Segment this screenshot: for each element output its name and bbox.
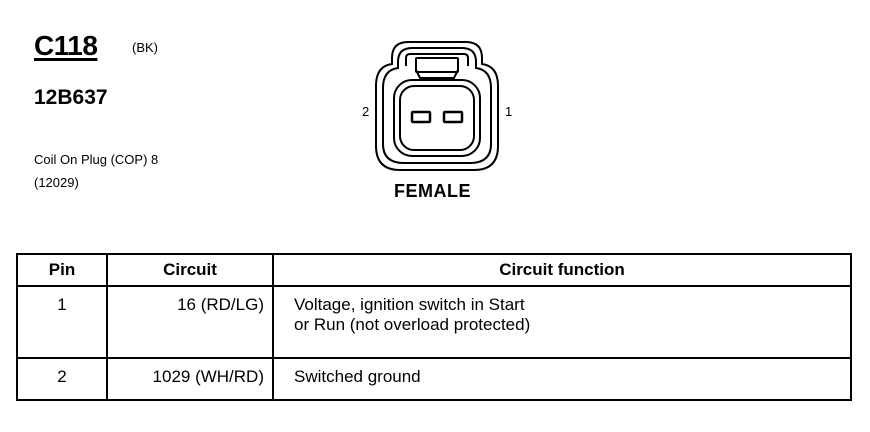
pin-label-2: 2 [362, 104, 370, 119]
pin-cavity-1 [442, 110, 464, 124]
header-pin: Pin [16, 253, 108, 287]
table-header-row: Pin Circuit Circuit function [16, 253, 852, 287]
part-number: 12B637 [34, 86, 108, 109]
cell-circuit-function: Switched ground [272, 357, 852, 401]
cell-circuit: 1029 (WH/RD) [106, 357, 274, 401]
function-line: or Run (not overload protected) [294, 315, 531, 334]
function-line: Voltage, ignition switch in Start [294, 295, 525, 314]
connector-id: C118 [34, 30, 98, 61]
table-row: 2 1029 (WH/RD) Switched ground [16, 357, 852, 401]
pin-cavity-2 [410, 110, 432, 124]
table-row: 1 16 (RD/LG) Voltage, ignition switch in… [16, 285, 852, 359]
header-circuit-function: Circuit function [272, 253, 852, 287]
connector-face-diagram [375, 41, 499, 171]
pinout-table: Pin Circuit Circuit function 1 16 (RD/LG… [16, 253, 852, 401]
connector-gender: FEMALE [394, 181, 471, 201]
cell-pin: 2 [16, 357, 108, 401]
cell-pin: 1 [16, 285, 108, 359]
component-code: (12029) [34, 175, 79, 190]
connector-color: (BK) [132, 40, 158, 55]
pin-label-1: 1 [505, 104, 513, 119]
component-description: Coil On Plug (COP) 8 [34, 152, 159, 167]
cell-circuit: 16 (RD/LG) [106, 285, 274, 359]
function-line: Switched ground [294, 367, 421, 386]
header-circuit: Circuit [106, 253, 274, 287]
cell-circuit-function: Voltage, ignition switch in Start or Run… [272, 285, 852, 359]
